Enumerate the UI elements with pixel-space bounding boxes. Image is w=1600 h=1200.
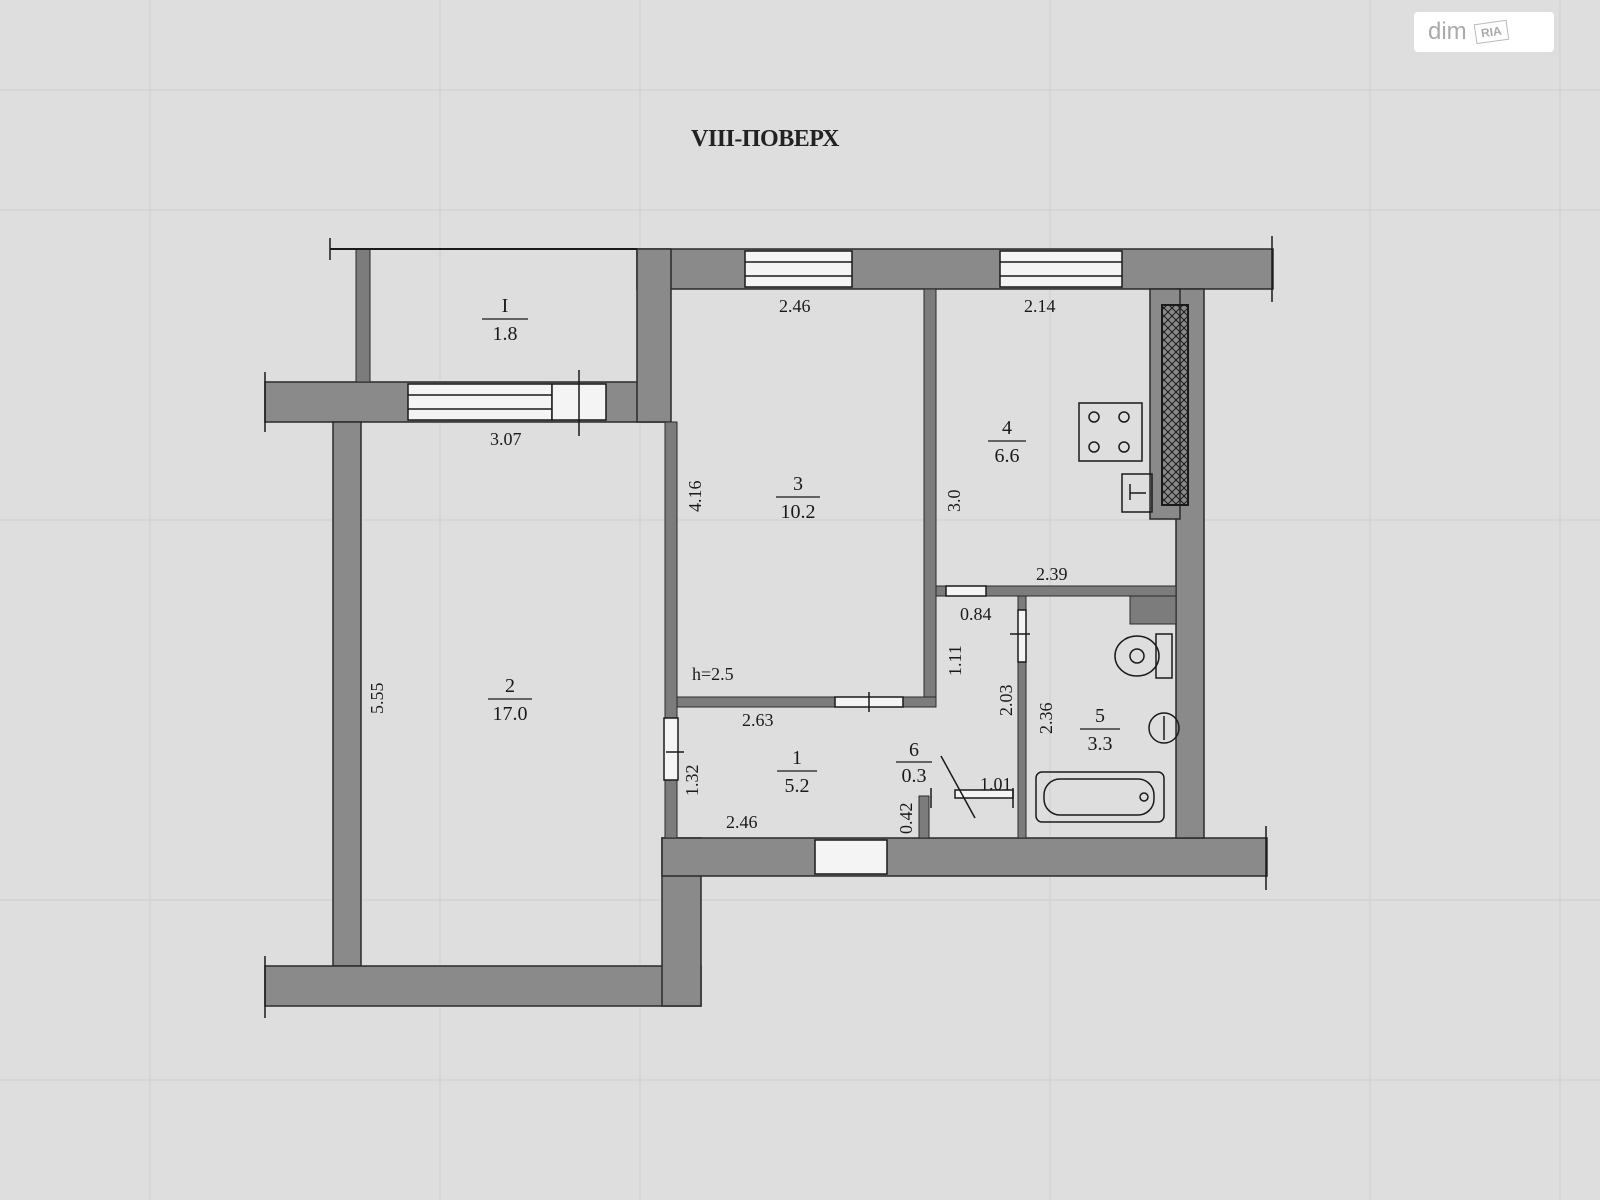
room-3-number: 3	[793, 473, 803, 495]
dim-2-46-bottom: 2.46	[726, 812, 758, 832]
door-marks	[578, 370, 1030, 799]
door-kitchen	[945, 585, 987, 597]
dim-1-32: 1.32	[682, 765, 702, 797]
ventilation-shaft-icon	[1161, 304, 1189, 506]
window-room4	[999, 250, 1123, 288]
wall-top-right	[636, 248, 1274, 290]
dim-4-16: 4.16	[685, 481, 705, 513]
dim-3-07: 3.07	[490, 429, 522, 449]
room-I-area: 1.8	[493, 323, 518, 345]
dim-h-2-5: h=2.5	[692, 664, 734, 684]
dim-1-01: 1.01	[980, 774, 1012, 794]
dim-5-55: 5.55	[367, 683, 387, 715]
room-1-number: 1	[792, 747, 802, 769]
dim-2-36: 2.36	[1036, 703, 1056, 735]
room-4-number: 4	[1002, 417, 1012, 439]
door-room2	[663, 717, 679, 781]
entrance-door	[814, 839, 888, 875]
page-title: VIII-ПОВЕРХ	[691, 126, 839, 152]
dim-0-42: 0.42	[896, 803, 916, 835]
sink-icon	[1121, 473, 1153, 513]
dim-3-0: 3.0	[944, 490, 964, 513]
stove-icon	[1078, 402, 1143, 462]
room-2-number: 2	[505, 675, 515, 697]
room-3-area: 10.2	[781, 501, 816, 523]
door-bath	[1017, 609, 1027, 663]
dim-0-84: 0.84	[960, 604, 992, 624]
room-5-area: 3.3	[1088, 733, 1113, 755]
room-6-number: 6	[909, 739, 919, 761]
watermark-logo: dim RIA	[1414, 12, 1554, 52]
room-4-area: 6.6	[995, 445, 1020, 467]
room-2-area: 17.0	[493, 703, 528, 725]
walls	[264, 248, 1274, 1007]
partition-wc-left	[918, 795, 930, 839]
dim-2-46-top: 2.46	[779, 296, 811, 316]
window-room2	[407, 383, 553, 421]
room-labels: I 1.8 2 17.0 3 10.2 4 6.6 5 3.3 6 0.3 1 …	[482, 295, 1120, 797]
dim-2-39: 2.39	[1036, 564, 1068, 584]
room-1-area: 5.2	[785, 775, 810, 797]
watermark-brand: dim	[1428, 18, 1467, 45]
dim-1-11: 1.11	[945, 645, 965, 676]
partition-room3-room4	[923, 288, 937, 708]
window-room3	[744, 250, 853, 288]
windows	[407, 250, 1123, 875]
bathtub-icon	[1035, 771, 1165, 823]
wall-bottom-right	[661, 837, 1268, 877]
dim-2-14: 2.14	[1024, 296, 1056, 316]
dimension-labels: 2.46 2.14 3.07 4.16 3.0 2.39 0.84 1.11 5…	[367, 296, 1068, 834]
partition-kitchen-bottom	[935, 585, 1177, 597]
room-5-number: 5	[1095, 705, 1105, 727]
wall-bottom-left	[264, 965, 702, 1007]
partitions	[355, 248, 1177, 839]
room-6-area: 0.3	[902, 765, 927, 787]
dim-2-03: 2.03	[996, 685, 1016, 717]
partition-bath-left	[1017, 595, 1027, 839]
partition-bath-box	[1129, 595, 1177, 625]
room-I-number: I	[502, 295, 509, 317]
tick-marks	[264, 236, 1273, 1018]
wall-pier-top	[636, 248, 672, 423]
toilet-icon	[1114, 633, 1173, 679]
balcony-rail-left	[355, 248, 371, 383]
partition-room3-bottom	[676, 696, 937, 708]
washbasin-icon	[1148, 712, 1180, 744]
wall-left	[332, 421, 362, 967]
dim-2-63: 2.63	[742, 710, 774, 730]
